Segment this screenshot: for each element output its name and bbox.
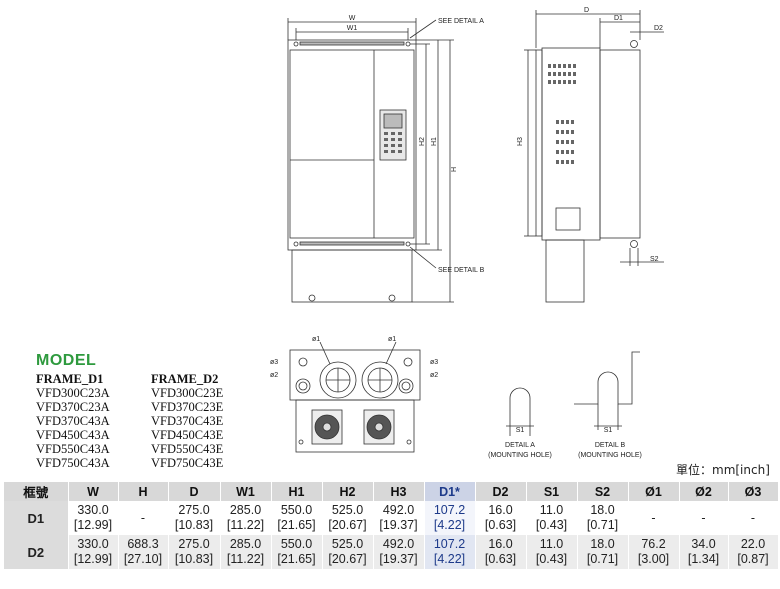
- column-header: H1: [271, 482, 323, 501]
- bottom-view: [289, 341, 421, 453]
- detail-b-s1-label: S1: [604, 427, 613, 434]
- table-cell: 16.0[0.63]: [475, 535, 527, 569]
- model-item: VFD300C23A: [36, 386, 110, 400]
- phi3-label-right: ø3: [430, 359, 438, 366]
- model-item: VFD370C23A: [36, 400, 110, 414]
- table-cell: 76.2[3.00]: [628, 535, 680, 569]
- table-cell: 525.0[20.67]: [322, 535, 374, 569]
- table-cell: 18.0[0.71]: [577, 535, 629, 569]
- detail-a-subtitle: (MOUNTING HOLE): [488, 452, 552, 459]
- table-cell: 330.0[12.99]: [68, 501, 119, 535]
- detail-b-view: [574, 351, 640, 430]
- table-cell: 525.0[20.67]: [322, 501, 374, 535]
- column-header: D2: [475, 482, 527, 501]
- phi2-label-left: ø2: [270, 372, 278, 379]
- unit-label: 單位：mm[inch]: [676, 463, 770, 477]
- dim-w1-label: W1: [347, 25, 358, 32]
- table-cell-d1: 107.2[4.22]: [424, 535, 476, 569]
- table-cell: 11.0[0.43]: [526, 535, 578, 569]
- dim-w-label: W: [349, 15, 356, 22]
- dim-h1-label: H1: [431, 137, 438, 146]
- table-cell: 492.0[19.37]: [373, 501, 425, 535]
- see-detail-a-callout: SEE DETAIL A: [438, 18, 484, 25]
- model-item: VFD300C23E: [151, 386, 224, 400]
- column-header: W: [68, 482, 119, 501]
- table-cell: 11.0[0.43]: [526, 501, 578, 535]
- model-item: VFD370C43A: [36, 414, 110, 428]
- phi2-label-right: ø2: [430, 372, 438, 379]
- model-item: VFD750C43E: [151, 456, 224, 470]
- dim-d1-label: D1: [614, 15, 623, 22]
- table-cell-d1: 107.2[4.22]: [424, 501, 476, 535]
- dim-d2-label: D2: [654, 25, 663, 32]
- table-cell: 275.0[10.83]: [168, 535, 221, 569]
- frame-d1-header: FRAME_D1: [36, 372, 104, 386]
- table-cell: -: [628, 501, 680, 535]
- phi1-label-right: ø1: [388, 336, 396, 343]
- column-header: Ø3: [728, 482, 779, 501]
- detail-b-title: DETAIL B: [595, 442, 626, 449]
- table-cell: 550.0[21.65]: [271, 501, 323, 535]
- table-cell: 18.0[0.71]: [577, 501, 629, 535]
- column-header: H: [118, 482, 169, 501]
- column-header: H2: [322, 482, 374, 501]
- dimension-drawing: W W1 SEE DETAIL A SEE DETAIL B H2 H1 H D…: [270, 7, 664, 459]
- table-cell: 275.0[10.83]: [168, 501, 221, 535]
- table-cell: 550.0[21.65]: [271, 535, 323, 569]
- see-detail-b-callout: SEE DETAIL B: [438, 267, 485, 274]
- table-header-row: 框號 W H D W1 H1 H2 H3 D1* D2 S1 S2 Ø1 Ø2 …: [4, 482, 779, 501]
- table-cell: 34.0[1.34]: [679, 535, 729, 569]
- phi1-label-left: ø1: [312, 336, 320, 343]
- detail-a-title: DETAIL A: [505, 442, 535, 449]
- column-header: Ø2: [679, 482, 729, 501]
- dim-h3-label: H3: [517, 137, 524, 146]
- table-row: D1 330.0[12.99] - 275.0[10.83] 285.0[11.…: [4, 501, 779, 535]
- table-cell: 330.0[12.99]: [68, 535, 119, 569]
- frame-cell: D2: [4, 535, 69, 569]
- table-cell: -: [728, 501, 779, 535]
- table-cell: 285.0[11.22]: [220, 501, 272, 535]
- model-item: VFD450C43E: [151, 428, 224, 442]
- frame-d1-column: FRAME_D1 VFD300C23A VFD370C23A VFD370C43…: [36, 372, 151, 470]
- column-header-d1: D1*: [424, 482, 476, 501]
- table-cell: 22.0[0.87]: [728, 535, 779, 569]
- model-item: VFD450C43A: [36, 428, 110, 442]
- model-item: VFD550C43A: [36, 442, 110, 456]
- dim-s2-label: S2: [650, 256, 659, 263]
- table-cell: -: [118, 501, 169, 535]
- model-list: MODEL FRAME_D1 VFD300C23A VFD370C23A VFD…: [36, 352, 266, 470]
- frame-d2-header: FRAME_D2: [151, 372, 219, 386]
- dimension-table: 框號 W H D W1 H1 H2 H3 D1* D2 S1 S2 Ø1 Ø2 …: [4, 482, 779, 569]
- column-header: H3: [373, 482, 425, 501]
- column-header: D: [168, 482, 221, 501]
- column-header: 框號: [4, 482, 69, 501]
- model-item: VFD370C23E: [151, 400, 224, 414]
- detail-b-subtitle: (MOUNTING HOLE): [578, 452, 642, 459]
- model-title: MODEL: [36, 352, 97, 369]
- dim-h2-label: H2: [419, 137, 426, 146]
- frame-d2-column: FRAME_D2 VFD300C23E VFD370C23E VFD370C43…: [151, 372, 266, 470]
- column-header: S1: [526, 482, 578, 501]
- dim-h-label: H: [451, 167, 458, 172]
- model-item: VFD750C43A: [36, 456, 110, 470]
- column-header: Ø1: [628, 482, 680, 501]
- table-cell: 285.0[11.22]: [220, 535, 272, 569]
- front-view: [287, 18, 454, 303]
- model-item: VFD370C43E: [151, 414, 224, 428]
- table-cell: 16.0[0.63]: [475, 501, 527, 535]
- frame-cell: D1: [4, 501, 69, 535]
- model-item: VFD550C43E: [151, 442, 224, 456]
- table-row: D2 330.0[12.99] 688.3[27.10] 275.0[10.83…: [4, 535, 779, 569]
- table-cell: -: [679, 501, 729, 535]
- table-cell: 492.0[19.37]: [373, 535, 425, 569]
- detail-a-view: [506, 387, 534, 436]
- dim-d-label: D: [584, 7, 589, 14]
- detail-a-s1-label: S1: [516, 427, 525, 434]
- column-header: S2: [577, 482, 629, 501]
- table-cell: 688.3[27.10]: [118, 535, 169, 569]
- side-view: [524, 10, 664, 303]
- column-header: W1: [220, 482, 272, 501]
- phi3-label-left: ø3: [270, 359, 278, 366]
